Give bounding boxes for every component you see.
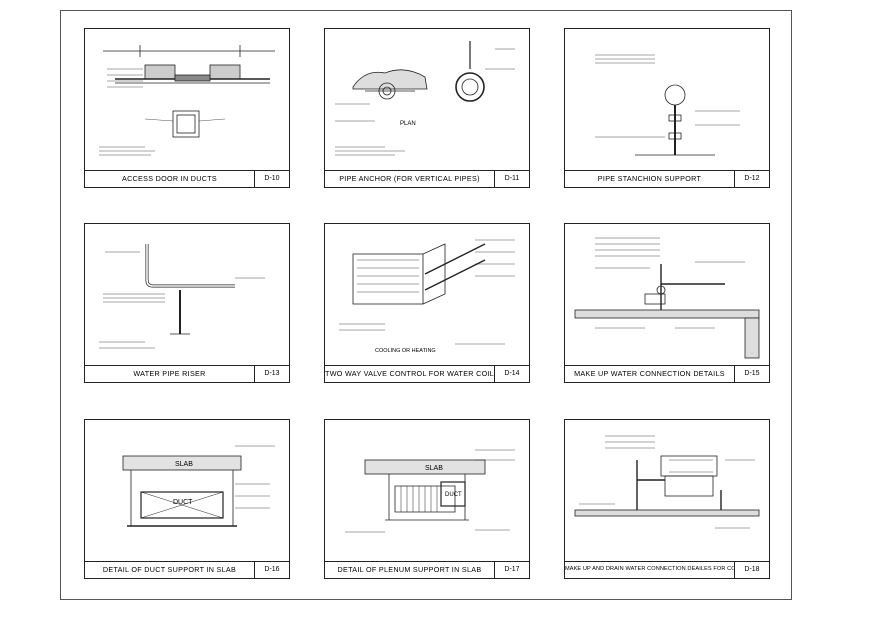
slab-label: SLAB	[175, 461, 193, 468]
detail-title: DETAIL OF DUCT SUPPORT IN SLAB	[102, 565, 237, 574]
duct-label: DUCT	[445, 492, 462, 498]
detail-panel-d14: COOLING OR HEATING TWO WAY VALVE CONTROL…	[324, 223, 530, 383]
detail-code: D-11	[494, 171, 529, 187]
detail-code: D-16	[254, 562, 289, 578]
detail-title: WATER PIPE RISER	[133, 369, 206, 378]
water-pipe-riser-drawing	[99, 244, 265, 349]
detail-code: D-12	[734, 171, 769, 187]
detail-code: D-10	[254, 171, 289, 187]
detail-title: PIPE ANCHOR (FOR VERTICAL PIPES)	[339, 174, 480, 183]
cooling-tower-drawing	[574, 435, 760, 529]
detail-code: D-13	[254, 366, 289, 382]
detail-panel-d17: SLAB DUCT DETAIL OF PLENUM SUPPORT IN SL…	[324, 419, 530, 579]
duct-label: DUCT	[173, 499, 193, 506]
detail-panel-d18: MAKE UP AND DRAIN WATER CONNECTION DEAIL…	[564, 419, 770, 579]
title-block: DETAIL OF DUCT SUPPORT IN SLAB D-16	[85, 561, 289, 578]
detail-panel-d10: ACCESS DOOR IN DUCTS D-10	[84, 28, 290, 188]
detail-code: D-18	[734, 562, 769, 578]
title-block: MAKE UP WATER CONNECTION DETAILS D-15	[565, 365, 769, 382]
title-block: PIPE STANCHION SUPPORT D-12	[565, 170, 769, 187]
detail-title: MAKE UP AND DRAIN WATER CONNECTION DEAIL…	[565, 566, 734, 572]
detail-panel-d11: PLAN PIPE ANCHOR (FOR VERTICAL PIPES) D-…	[324, 28, 530, 188]
two-way-valve-drawing: COOLING OR HEATING	[339, 239, 515, 354]
pipe-stanchion-drawing	[595, 54, 740, 156]
title-block: TWO WAY VALVE CONTROL FOR WATER COILS D-…	[325, 365, 529, 382]
detail-panel-d13: WATER PIPE RISER D-13	[84, 223, 290, 383]
make-up-water-drawing	[574, 237, 760, 359]
title-block: ACCESS DOOR IN DUCTS D-10	[85, 170, 289, 187]
plenum-support-drawing: SLAB DUCT	[345, 449, 515, 533]
detail-title: ACCESS DOOR IN DUCTS	[121, 174, 218, 183]
access-door-drawing	[99, 45, 275, 156]
slab-label: SLAB	[425, 465, 443, 472]
title-block: DETAIL OF PLENUM SUPPORT IN SLAB D-17	[325, 561, 529, 578]
detail-panel-d16: SLAB DUCT DETAIL OF DUCT SUPPORT IN SLAB…	[84, 419, 290, 579]
title-block: PIPE ANCHOR (FOR VERTICAL PIPES) D-11	[325, 170, 529, 187]
title-block: WATER PIPE RISER D-13	[85, 365, 289, 382]
pipe-anchor-drawing: PLAN	[335, 41, 515, 156]
detail-title: TWO WAY VALVE CONTROL FOR WATER COILS	[325, 369, 494, 378]
detail-title: DETAIL OF PLENUM SUPPORT IN SLAB	[337, 565, 482, 574]
detail-panel-d12: PIPE STANCHION SUPPORT D-12	[564, 28, 770, 188]
detail-code: D-15	[734, 366, 769, 382]
cooling-heating-label: COOLING OR HEATING	[375, 348, 436, 354]
detail-title: MAKE UP WATER CONNECTION DETAILS	[574, 369, 725, 378]
plan-label: PLAN	[400, 121, 416, 127]
duct-support-drawing: SLAB DUCT	[122, 445, 275, 527]
detail-panel-d15: MAKE UP WATER CONNECTION DETAILS D-15	[564, 223, 770, 383]
detail-title: PIPE STANCHION SUPPORT	[597, 174, 702, 183]
detail-code: D-14	[494, 366, 529, 382]
detail-code: D-17	[494, 562, 529, 578]
drawing-sheet: ACCESS DOOR IN DUCTS D-10 PL	[60, 10, 792, 600]
title-block: MAKE UP AND DRAIN WATER CONNECTION DEAIL…	[565, 561, 769, 578]
